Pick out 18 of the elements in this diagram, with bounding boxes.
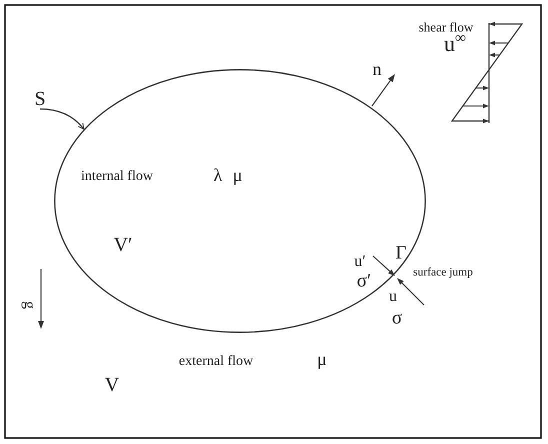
volume-symbol: V′ (114, 235, 132, 255)
viscosity-symbols: λ μ (214, 166, 242, 184)
interface-symbol: Γ (396, 244, 406, 262)
viscosity-symbol: μ (317, 350, 327, 368)
stress-symbol: σ (392, 308, 402, 328)
normal-symbol: n (372, 60, 382, 78)
velocity-symbol: u′ (354, 254, 366, 270)
surface-symbol: S (34, 89, 46, 109)
region-label: external flow (178, 355, 254, 369)
surface-jump-label: surface jump (413, 267, 473, 279)
gravity-symbol: g (21, 301, 37, 309)
volume-symbol: V (104, 375, 120, 395)
velocity-symbol: u (389, 289, 397, 305)
leader-arrow (40, 108, 84, 130)
stress-symbol: σ′ (356, 272, 372, 290)
shear-flow-label: shear flow (418, 20, 474, 34)
region-label: internal flow (81, 170, 153, 184)
velocity-symbol: u$^{∞}$ (444, 33, 466, 55)
